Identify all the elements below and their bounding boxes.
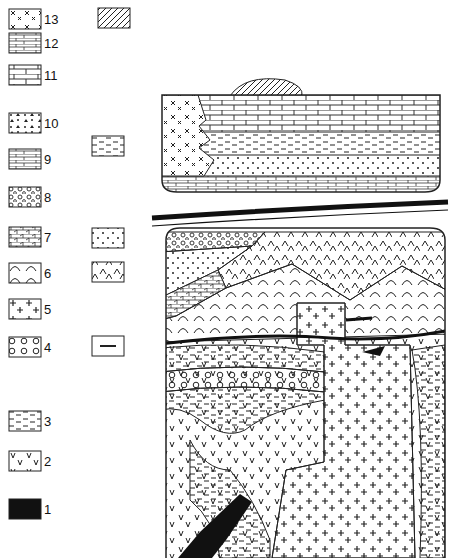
legend-swatch [8, 186, 42, 208]
legend-swatch [8, 64, 42, 86]
legend-entry: 13 [8, 8, 58, 30]
legend-number: 6 [44, 266, 51, 281]
legend-entry: 3 [8, 410, 51, 432]
legend-swatch [8, 112, 42, 134]
legend-swatch [8, 498, 42, 520]
legend-number: 8 [44, 190, 51, 205]
legend-entry: 5 [8, 298, 51, 320]
legend-number: 7 [44, 230, 51, 245]
legend-swatch [8, 262, 42, 284]
legend-entry: 2 [8, 450, 51, 472]
legend-number: 10 [44, 116, 58, 131]
legend-entry: 12 [8, 32, 58, 54]
legend-number: 11 [44, 68, 58, 83]
legend-entry: 1 [8, 498, 51, 520]
legend-number: 4 [44, 340, 51, 355]
legend-number: 3 [44, 414, 51, 429]
legend-swatch [8, 450, 42, 472]
legend-entry: 4 [8, 336, 51, 358]
legend-number: 12 [44, 36, 58, 51]
legend-entry: 10 [8, 112, 58, 134]
legend-number: 13 [44, 12, 58, 27]
legend-entry: 6 [8, 262, 51, 284]
legend-swatch [8, 336, 42, 358]
legend-number: 5 [44, 302, 51, 317]
legend-swatch [8, 226, 42, 248]
legend-swatch [8, 298, 42, 320]
legend-entry: 7 [8, 226, 51, 248]
legend-swatch [8, 32, 42, 54]
legend-number: 1 [44, 502, 51, 517]
legend-swatch [8, 410, 42, 432]
legend-entry: 11 [8, 64, 58, 86]
legend-swatch [8, 8, 42, 30]
legend-entry: 9 [8, 148, 51, 170]
legend-entry: 8 [8, 186, 51, 208]
legend-swatch [8, 148, 42, 170]
legend-number: 2 [44, 454, 51, 469]
legend-number: 9 [44, 152, 51, 167]
